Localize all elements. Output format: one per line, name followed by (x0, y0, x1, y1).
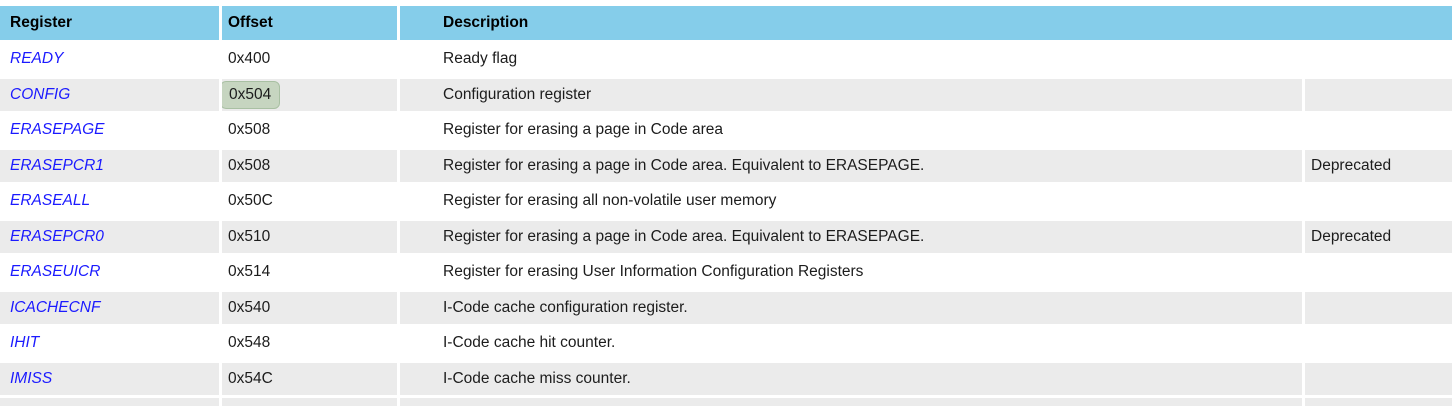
table-header: Register Offset Description (0, 6, 1452, 40)
description-cell: Register for erasing all non-volatile us… (400, 185, 1302, 218)
register-link[interactable]: IMISS (10, 369, 53, 387)
note-cell: Deprecated (1305, 220, 1452, 253)
header-cell-description: Description (400, 6, 1452, 40)
table-row: READY 0x400 Ready flag (0, 43, 1452, 76)
register-link[interactable]: ERASEPCR1 (10, 156, 104, 174)
register-cell: ERASEPCR1 (0, 149, 219, 182)
offset-cell: 0x548 (222, 327, 397, 360)
table-row: IHIT 0x548 I-Code cache hit counter. (0, 327, 1452, 360)
table-row: ERASEALL 0x50C Register for erasing all no… (0, 185, 1452, 218)
description-cell: Configuration register (400, 78, 1302, 111)
register-cell: ERASEUICR (0, 256, 219, 289)
register-link[interactable]: ERASEPCR0 (10, 227, 104, 245)
description-cell: I-Code cache configuration register. (400, 291, 1302, 324)
offset-cell: 0x510 (222, 220, 397, 253)
note-cell (1305, 327, 1452, 360)
register-link[interactable]: CONFIG (10, 85, 71, 103)
register-link[interactable]: IHIT (10, 334, 40, 351)
header-cell-register: Register (0, 6, 219, 40)
offset-value: 0x50C (228, 192, 273, 209)
register-cell: ERASEPCR0 (0, 220, 219, 253)
offset-highlight: 0x504 (222, 80, 281, 109)
register-cell: CONFIG (0, 78, 219, 111)
register-cell: IHIT (0, 327, 219, 360)
description-cell: Ready flag (400, 43, 1302, 76)
offset-value: 0x540 (228, 298, 271, 316)
offset-value: 0x400 (228, 50, 271, 67)
register-link[interactable]: READY (10, 50, 64, 67)
register-link[interactable]: ERASEPAGE (10, 121, 105, 138)
offset-value: 0x508 (228, 156, 271, 174)
table-row: CONFIG 0x504 Configuration register (0, 78, 1452, 111)
offset-cell: 0x400 (222, 43, 397, 76)
offset-value: 0x510 (228, 227, 271, 245)
register-cell: READY (0, 43, 219, 76)
description-cell: Register for erasing a page in Code area… (400, 149, 1302, 182)
table-row: IMISS 0x54C I-Code cache miss counter. (0, 362, 1452, 395)
register-cell: ICACHECNF (0, 291, 219, 324)
offset-cell: 0x504 (222, 78, 397, 111)
offset-cell (222, 398, 397, 406)
table-row: ERASEPAGE 0x508 Register for erasing a pag… (0, 114, 1452, 147)
description-cell: Register for erasing User Information Co… (400, 256, 1302, 289)
note-cell: Deprecated (1305, 149, 1452, 182)
offset-cell: 0x508 (222, 149, 397, 182)
description-cell: I-Code cache miss counter. (400, 362, 1302, 395)
register-cell: IMISS (0, 362, 219, 395)
offset-value: 0x508 (228, 121, 271, 138)
register-cell: ERASEPAGE (0, 114, 219, 147)
note-cell (1305, 43, 1452, 76)
note-cell (1305, 256, 1452, 289)
register-cell: ERASEALL (0, 185, 219, 218)
register-link[interactable]: ICACHECNF (10, 298, 101, 316)
table-row: ERASEUICR 0x514 Register for erasing User … (0, 256, 1452, 289)
description-cell: I-Code cache hit counter. (400, 327, 1302, 360)
note-cell (1305, 362, 1452, 395)
note-cell (1305, 78, 1452, 111)
offset-cell: 0x50C (222, 185, 397, 218)
partial-next-row (0, 398, 1452, 406)
register-link[interactable]: ERASEUICR (10, 263, 101, 280)
note-cell (1305, 185, 1452, 218)
offset-value: 0x514 (228, 263, 271, 280)
offset-cell: 0x514 (222, 256, 397, 289)
description-cell: Register for erasing a page in Code area… (400, 220, 1302, 253)
table-row: ERASEPCR1 0x508 Register for erasing a pag… (0, 149, 1452, 182)
offset-value: 0x54C (228, 369, 273, 387)
offset-cell: 0x508 (222, 114, 397, 147)
note-cell (1305, 398, 1452, 406)
offset-value: 0x548 (228, 334, 271, 351)
offset-cell: 0x54C (222, 362, 397, 395)
table-row: ERASEPCR0 0x510 Register for erasing a pag… (0, 220, 1452, 253)
register-cell (0, 398, 219, 406)
description-cell (400, 398, 1302, 406)
header-cell-offset: Offset (222, 6, 397, 40)
note-cell (1305, 114, 1452, 147)
note-cell (1305, 291, 1452, 324)
register-link[interactable]: ERASEALL (10, 192, 91, 209)
table-row: ICACHECNF 0x540 I-Code cache configuration… (0, 291, 1452, 324)
description-cell: Register for erasing a page in Code area (400, 114, 1302, 147)
offset-cell: 0x540 (222, 291, 397, 324)
